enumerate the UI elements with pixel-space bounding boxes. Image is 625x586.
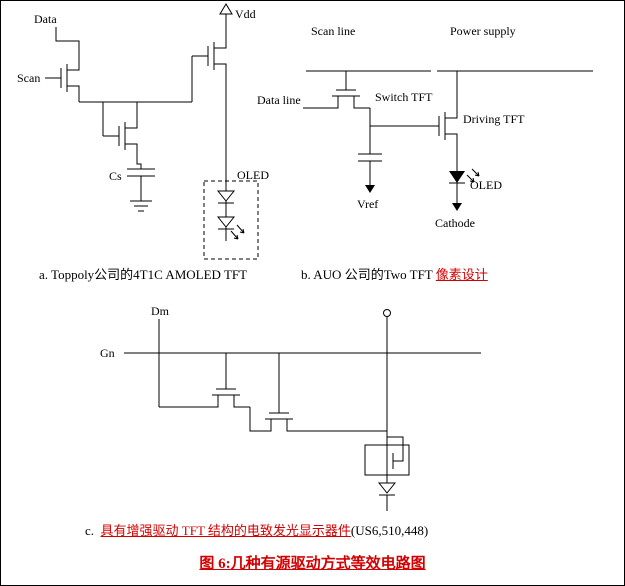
storage-capacitor-b <box>358 153 382 162</box>
oled-stacked-diodes <box>216 190 245 240</box>
caption-c-suffix: (US6,510,448) <box>350 523 429 538</box>
label-cs: Cs <box>109 169 122 183</box>
label-data-line: Data line <box>257 93 301 107</box>
enhanced-drive-tft-box <box>364 444 410 476</box>
tft-driving-b <box>423 102 458 150</box>
label-gn: Gn <box>100 346 115 360</box>
storage-capacitor-cs <box>127 168 155 177</box>
circuit-a-wires <box>45 14 227 241</box>
circuit-b-wires <box>303 70 593 203</box>
tft-mid-a <box>103 112 138 160</box>
caption-circuit-a: a. Toppoly公司的4T1C AMOLED TFT <box>39 264 247 283</box>
label-cathode: Cathode <box>435 216 475 230</box>
vdd-terminal-triangle <box>219 3 233 15</box>
supply-terminal-circle <box>383 309 391 317</box>
label-switch-tft: Switch TFT <box>375 90 433 104</box>
label-power-supply: Power supply <box>450 24 516 38</box>
caption-a-text: a. Toppoly公司的4T1C AMOLED TFT <box>39 267 248 282</box>
caption-c-prefix: c. <box>85 523 95 538</box>
circuit-c-wires <box>124 317 481 511</box>
caption-c-red-insert: 具有增强驱动 TFT 结构的电致发光显示器件 <box>100 523 351 538</box>
tft-1-c <box>202 373 250 408</box>
circuit-b: Scan line Power supply Data line Switch … <box>257 24 593 230</box>
label-data: Data <box>34 12 57 26</box>
label-scan: Scan <box>17 71 40 85</box>
caption-circuit-c: c. 具有增强驱动 TFT 结构的电致发光显示器件(US6,510,448) <box>85 520 428 539</box>
caption-b-red-insert: 像素设计 <box>435 267 488 282</box>
label-dm: Dm <box>151 304 170 318</box>
tft-switch-b <box>322 74 370 109</box>
oled-diode-b <box>449 168 480 184</box>
figure-caption-text: 图 6:几种有源驱动方式等效电路图 <box>199 556 426 572</box>
label-oled-b: OLED <box>470 178 502 192</box>
vref-arrow <box>365 185 375 193</box>
figure-caption: 图 6:几种有源驱动方式等效电路图 <box>1 552 624 573</box>
label-vdd: Vdd <box>235 7 256 21</box>
tft-switch-a <box>45 54 80 102</box>
label-scan-line: Scan line <box>311 24 355 38</box>
tft-2-c <box>255 397 303 432</box>
ground-symbol <box>130 200 152 212</box>
oled-dashed-box <box>203 180 259 260</box>
tft-drive-a <box>192 32 227 80</box>
diode-c <box>377 482 397 496</box>
label-driving-tft: Driving TFT <box>463 112 525 126</box>
label-oled-a: OLED <box>237 168 269 182</box>
caption-circuit-b: b. AUO 公司的Two TFT 像素设计 <box>301 264 488 283</box>
cathode-arrow <box>452 203 462 211</box>
circuit-a: Data Scan Vdd Cs OLED <box>17 3 269 260</box>
circuit-c: Dm Gn <box>100 304 481 511</box>
caption-b-black: b. AUO 公司的Two TFT <box>301 267 436 282</box>
label-vref: Vref <box>357 197 378 211</box>
